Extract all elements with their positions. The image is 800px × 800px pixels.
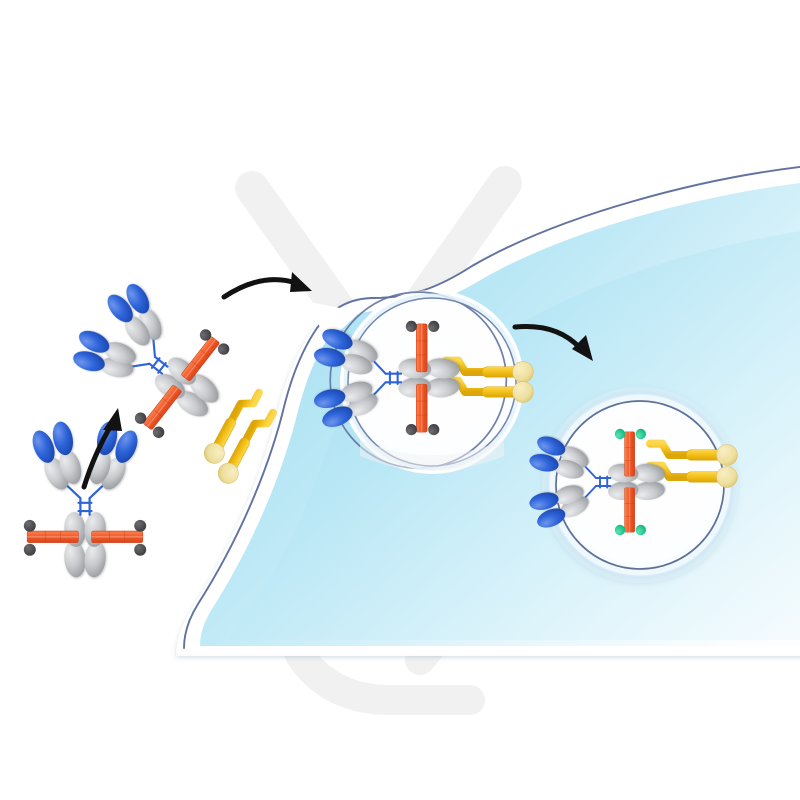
linker-bar-right: [623, 431, 636, 477]
linker-bar-left: [26, 530, 80, 544]
payload-dots: [134, 329, 230, 438]
arrow-group: [81, 272, 593, 490]
payload-dots: [405, 320, 440, 436]
linker-bar-left: [623, 487, 636, 533]
adc-stage-endosome: [528, 428, 666, 536]
arrow-vesicle-release: [512, 323, 593, 361]
arrow-binding: [81, 408, 122, 490]
adc-stage-bound: [57, 268, 249, 454]
linker-bar-left: [415, 383, 428, 433]
adc-stage-internalizing: [312, 320, 460, 436]
linker-bar-right: [180, 335, 221, 383]
linker-bar-right: [415, 323, 428, 373]
payload-dots: [23, 519, 147, 556]
payload-dots-released: [614, 428, 647, 536]
linker-bar-right: [90, 530, 144, 544]
arrow-internalization: [221, 272, 312, 300]
adc-stage-free: [23, 420, 147, 579]
